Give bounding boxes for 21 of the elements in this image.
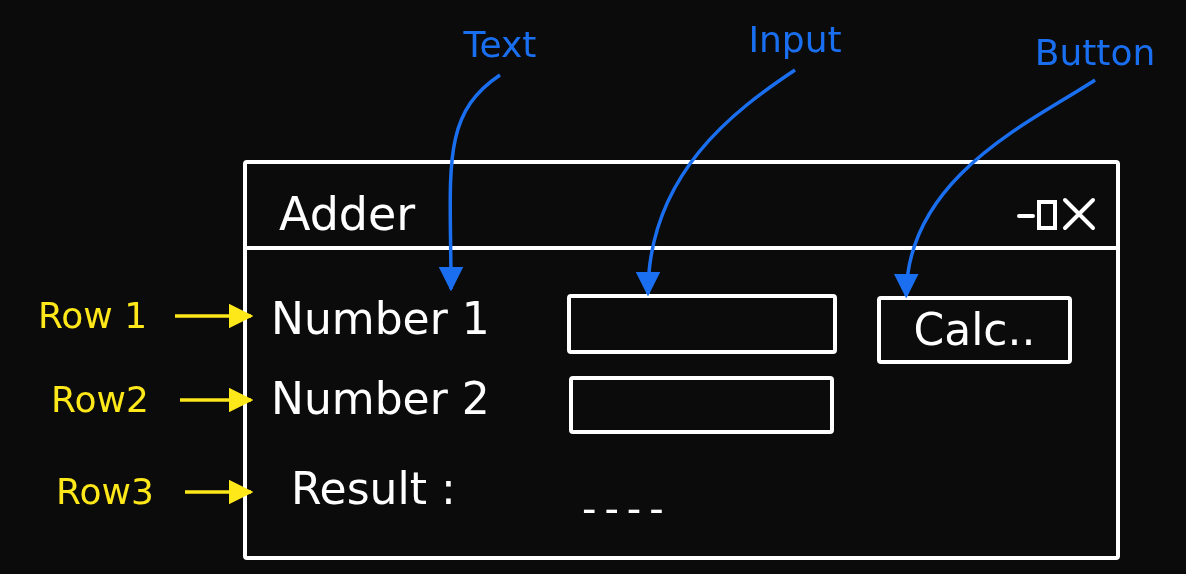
field-label: Number 2 [251, 369, 501, 429]
arrow [438, 73, 502, 292]
arrow [175, 303, 254, 329]
callout-label: Text [445, 15, 555, 75]
arrow [896, 78, 1096, 299]
callout-label: Button [1010, 25, 1180, 80]
arrow [637, 68, 796, 297]
callout-label: Input [730, 10, 860, 70]
input-field [567, 294, 837, 354]
calc-button: Calc.. [877, 296, 1072, 364]
row-label: Row 1 [10, 288, 175, 344]
field-label: Number 1 [251, 289, 501, 349]
window-title: Adder [279, 186, 416, 243]
input-field [569, 376, 834, 434]
window-frame [243, 160, 1120, 560]
result-label: Result : [251, 459, 521, 519]
arrow [180, 387, 254, 413]
result-value: ---- [582, 485, 672, 534]
row-label: Row3 [25, 464, 185, 520]
row-label: Row2 [20, 372, 180, 428]
arrow [185, 479, 254, 505]
